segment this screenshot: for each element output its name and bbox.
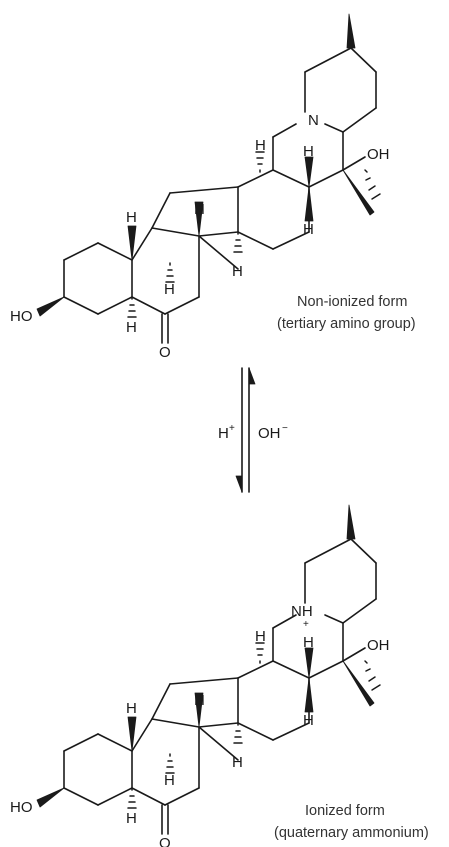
h-label: H (126, 810, 137, 827)
oh-label: OH (367, 146, 390, 163)
n-atom-label: N (308, 112, 319, 129)
caption-bottom-line2: (quaternary ammonium) (274, 825, 429, 841)
caption-top-line1: Non-ionized form (297, 294, 407, 310)
ho-label: HO (10, 799, 33, 816)
reverse-reagent-label: OH (258, 425, 281, 442)
h-label: H (194, 692, 205, 709)
forward-reagent-label: H (218, 425, 229, 442)
down-arrowhead (235, 475, 243, 493)
h-label: H (255, 628, 266, 645)
molecule-non-ionized: N OH HO O H H H H H H H H Non-ionized fo… (10, 13, 416, 361)
h-label: H (126, 209, 137, 226)
oh-label: OH (367, 637, 390, 654)
forward-charge: + (229, 423, 235, 434)
h-label: H (303, 143, 314, 160)
h-label: H (126, 319, 137, 336)
h-label: H (255, 137, 266, 154)
h-label: H (232, 754, 243, 771)
caption-bottom-line1: Ionized form (305, 803, 385, 819)
h-label: H (164, 772, 175, 789)
h-label: H (164, 281, 175, 298)
h-label: H (194, 201, 205, 218)
reverse-charge: − (282, 423, 288, 434)
equilibrium-arrows: H + OH − (218, 367, 288, 493)
h-label: H (303, 712, 314, 729)
ho-label: HO (10, 308, 33, 325)
o-label: O (159, 835, 171, 847)
molecule-ionized: NH + OH HO O H H H H H H H H Ionized for… (10, 504, 429, 847)
nh-charge: + (303, 619, 309, 630)
caption-top-line2: (tertiary amino group) (277, 316, 416, 332)
h-label: H (303, 634, 314, 651)
h-label: H (232, 263, 243, 280)
nh-atom-label: NH (291, 603, 313, 620)
up-arrowhead (248, 367, 256, 385)
h-label: H (126, 700, 137, 717)
o-label: O (159, 344, 171, 361)
h-label: H (303, 221, 314, 238)
